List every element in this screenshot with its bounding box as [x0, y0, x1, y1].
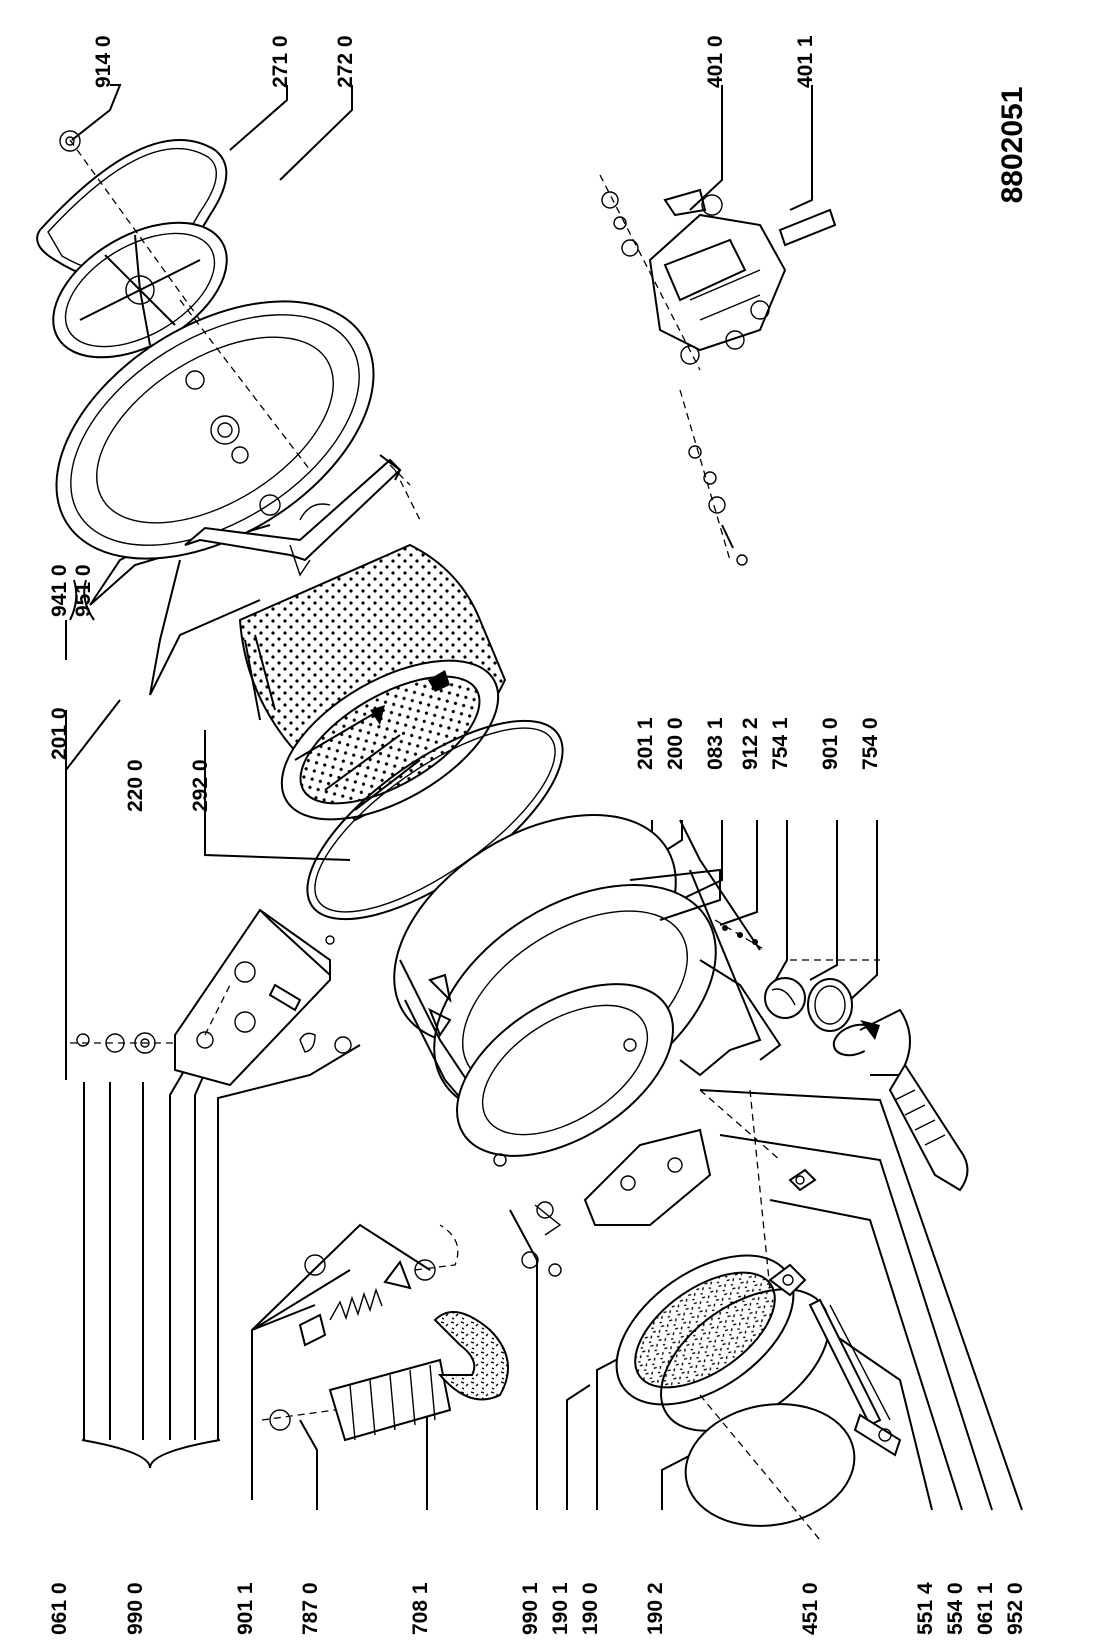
counterweight — [70, 908, 352, 1087]
label-201-0: 201 0 — [48, 707, 71, 760]
drain-hose — [261, 1311, 509, 1442]
label-914-0: 914 0 — [92, 35, 115, 88]
motor-assembly — [599, 174, 837, 566]
thermostat — [699, 1089, 817, 1297]
label-271-0: 271 0 — [269, 35, 292, 88]
label-941-0: 941 0 — [48, 564, 71, 617]
label-401-1: 401 1 — [794, 35, 817, 88]
label-200-0: 200 0 — [664, 717, 687, 770]
drum-spider-arm — [184, 454, 411, 577]
bracket-screws — [714, 919, 766, 951]
label-292-0: 292 0 — [189, 759, 212, 812]
label-061-0-top: 061 0 — [48, 1582, 71, 1635]
belt-and-pulley — [36, 130, 228, 359]
front-tub-ring — [456, 983, 674, 1167]
label-220-0: 220 0 — [124, 759, 147, 812]
label-990-0: 990 0 — [124, 1582, 147, 1635]
rear-tub-cover — [55, 300, 375, 560]
label-190-0: 190 0 — [579, 1582, 602, 1635]
label-554-0: 554 0 — [944, 1582, 967, 1635]
drum — [238, 543, 507, 822]
heater-element — [808, 1298, 902, 1457]
label-190-1: 190 1 — [549, 1582, 572, 1635]
label-754-0: 754 0 — [859, 717, 882, 770]
label-912-2: 912 2 — [739, 717, 762, 770]
label-952-0: 952 0 — [1004, 1582, 1027, 1635]
label-201-1: 201 1 — [634, 717, 657, 770]
label-787-0: 787 0 — [299, 1582, 322, 1635]
label-272-0: 272 0 — [334, 35, 357, 88]
label-901-0: 901 0 — [819, 717, 842, 770]
sump-bellows — [832, 1008, 969, 1192]
label-190-2: 190 2 — [644, 1582, 667, 1635]
sump-clamps — [764, 959, 880, 1032]
label-061-1: 061 1 — [974, 1582, 997, 1635]
spring-and-damper — [298, 1224, 459, 1347]
label-901-1: 901 1 — [234, 1582, 257, 1635]
label-754-1: 754 1 — [769, 717, 792, 770]
label-083-1: 083 1 — [704, 717, 727, 770]
label-708-1: 708 1 — [409, 1582, 432, 1635]
center-lines — [69, 139, 421, 1036]
door-gasket — [615, 1254, 856, 1541]
label-551-4: 551 4 — [914, 1582, 937, 1635]
label-990-1: 990 1 — [519, 1582, 542, 1635]
label-451-0: 451 0 — [799, 1582, 822, 1635]
label-401-0: 401 0 — [704, 35, 727, 88]
pump-bracket — [521, 1128, 712, 1277]
drawing-number: 8802051 — [996, 87, 1029, 204]
